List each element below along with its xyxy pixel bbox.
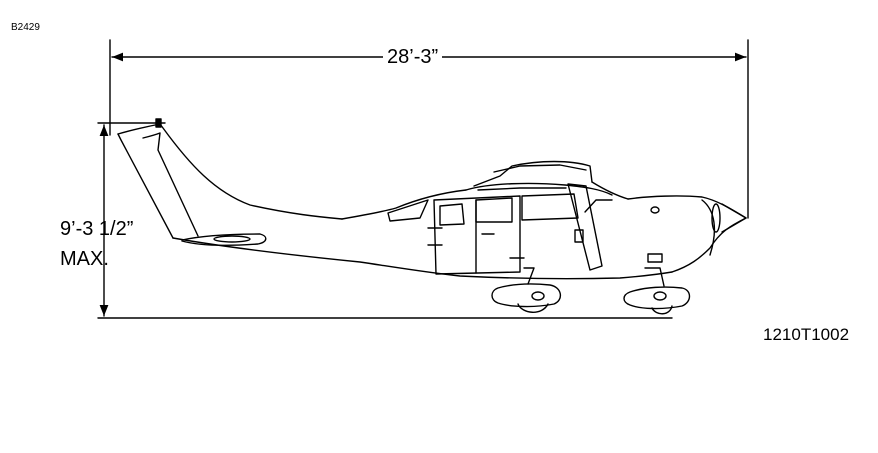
max-height-label: 9’-3 1/2” xyxy=(60,218,133,241)
reference-code: B2429 xyxy=(11,22,40,33)
wing-top-line xyxy=(494,165,586,172)
nose-gear-leg xyxy=(645,268,664,286)
main-wheel-fairing xyxy=(492,284,560,307)
max-height-suffix: MAX. xyxy=(60,248,109,271)
cabin-doors xyxy=(434,196,520,274)
rear-cabin-window xyxy=(440,204,464,225)
nose-wheel-fairing xyxy=(624,287,690,309)
wing-lower-line xyxy=(478,188,566,190)
main-gear-leg xyxy=(524,268,534,284)
overall-length-label: 28’-3” xyxy=(383,46,442,69)
rudder-hinge-line xyxy=(143,133,198,236)
nose-wheel xyxy=(652,306,672,314)
main-wheel-hub xyxy=(532,292,544,300)
front-cabin-window xyxy=(522,194,578,220)
height-dimension xyxy=(98,123,672,318)
cowl-vent xyxy=(648,254,662,262)
middle-cabin-window xyxy=(476,198,512,222)
wing-strut xyxy=(568,184,602,270)
propeller-spinner-tip xyxy=(722,204,746,232)
stabilizer-fairing xyxy=(214,236,250,242)
upper-fuselage xyxy=(342,190,466,219)
figure-id: 1210T1002 xyxy=(763,325,849,345)
tail-beacon xyxy=(156,119,161,127)
nose-wheel-hub xyxy=(654,292,666,300)
aircraft-side-view xyxy=(118,119,746,314)
oil-access-door xyxy=(651,207,659,213)
vertical-fin xyxy=(118,124,342,219)
